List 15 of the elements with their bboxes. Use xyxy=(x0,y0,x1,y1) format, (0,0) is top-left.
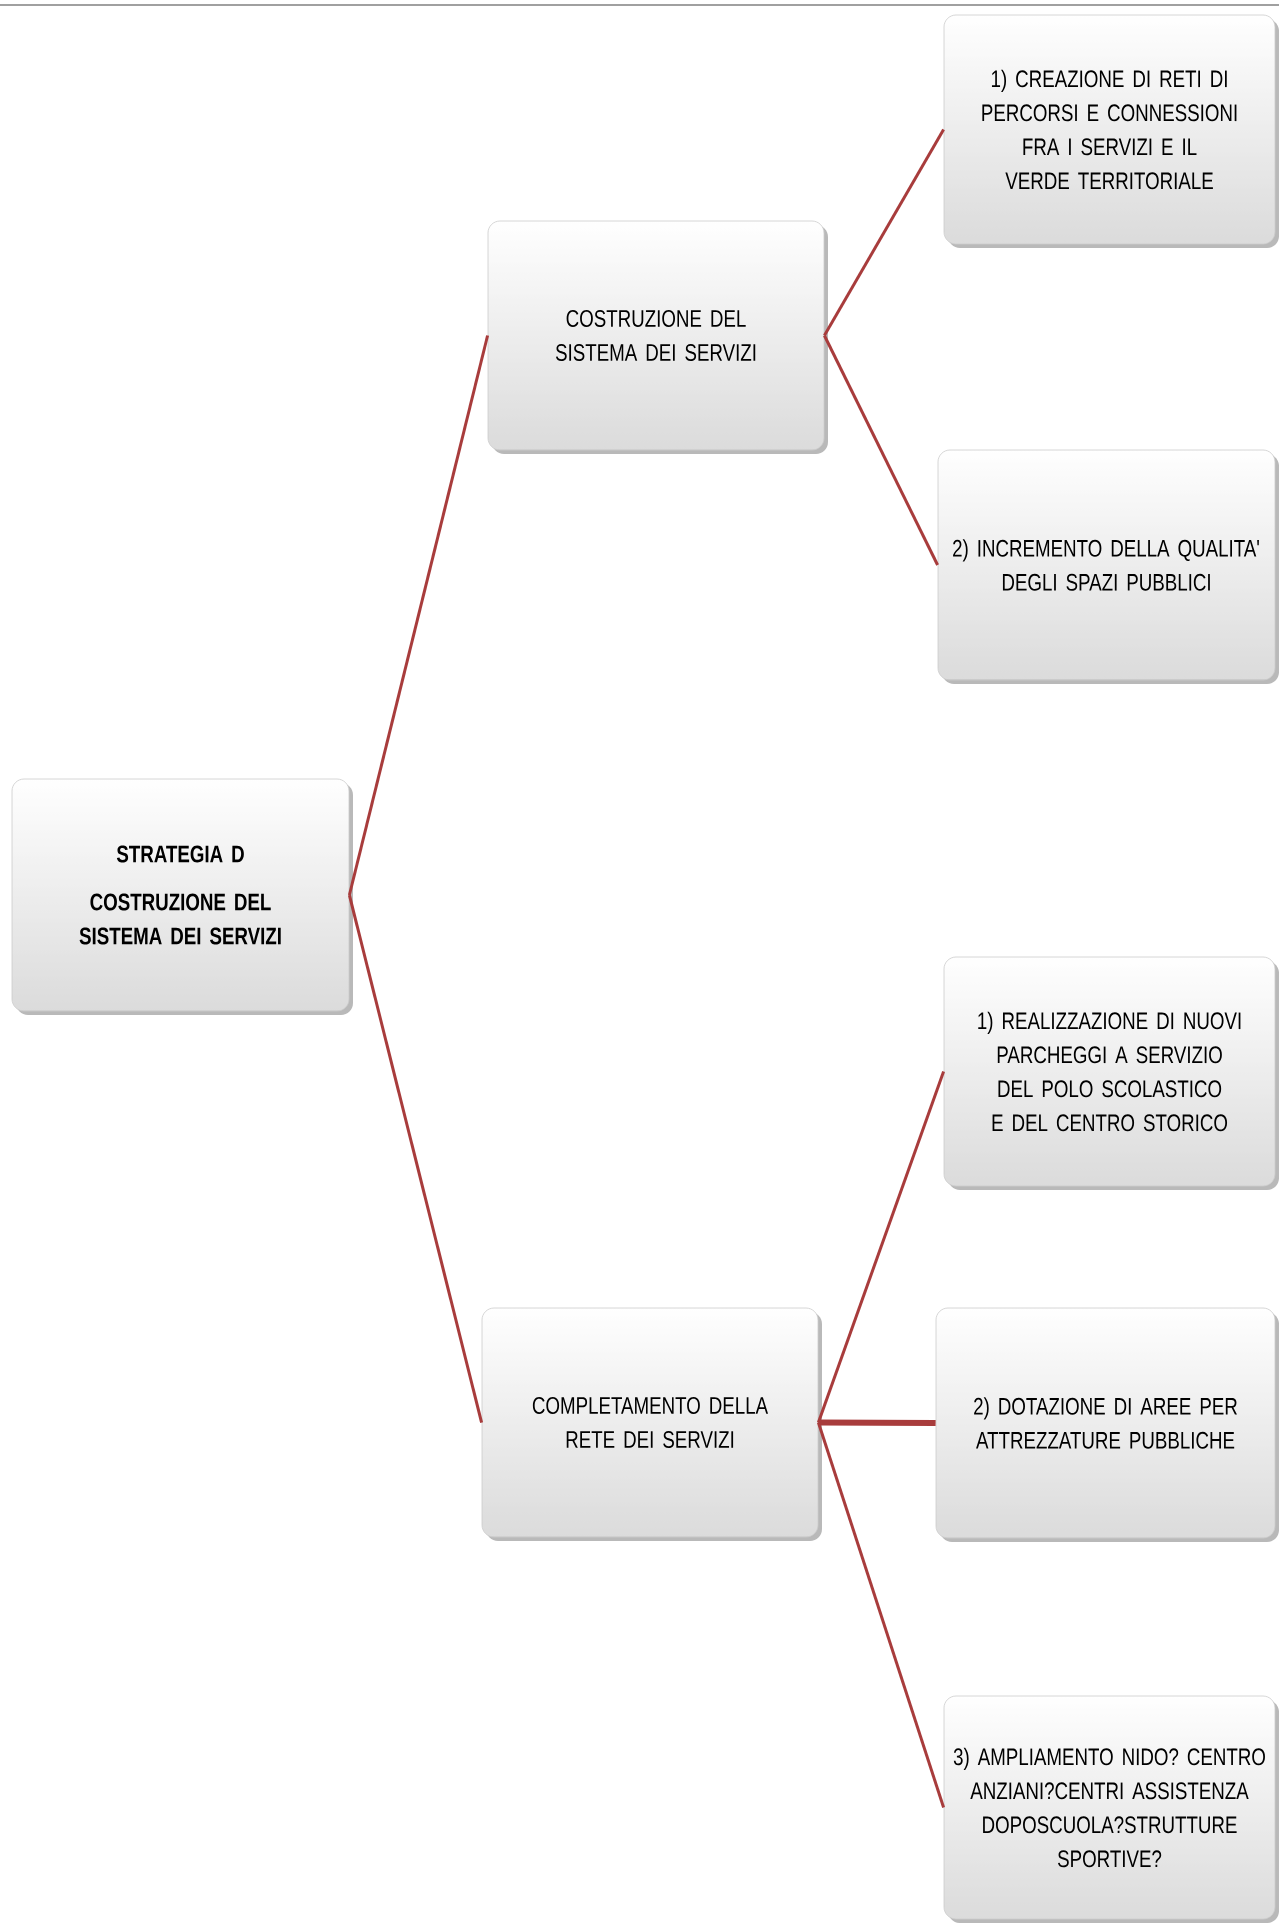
connector-line xyxy=(818,1419,936,1426)
connector-line xyxy=(816,1422,946,1808)
strategy-box: STRATEGIA D COSTRUZIONE DEL SISTEMA DEI SERVIZI xyxy=(11,778,353,1015)
connector-line xyxy=(817,1071,945,1423)
connector-line xyxy=(823,128,945,337)
process-box: 1) CREAZIONE DI RETI DI PERCORSI E CONNESSIONI FRA I SERVIZI E IL VERDE TERRITORIALE xyxy=(943,14,1279,248)
process-box: 1) REALIZZAZIONE DI NUOVI PARCHEGGI A SERVIZIO DEL POLO SCOLASTICO E DEL CENTRO STORICO xyxy=(943,956,1279,1190)
connector-line xyxy=(347,894,484,1423)
process-box: 2) DOTAZIONE DI AREE PER ATTREZZATURE PUBBLICHE xyxy=(935,1307,1279,1542)
process-box: 2) INCREMENTO DELLA QUALITA' DEGLI SPAZI PUBBLICI xyxy=(937,449,1279,684)
process-box: 3) AMPLIAMENTO NIDO? CENTRO ANZIANI?CENTRI ASSISTENZA DOPOSCUOLA?STRUTTURE SPORTIVE? xyxy=(943,1695,1279,1923)
connector-line xyxy=(823,334,939,566)
process-box: COSTRUZIONE DEL SISTEMA DEI SERVIZI xyxy=(487,220,828,454)
connector-line xyxy=(347,335,490,896)
process-box: COMPLETAMENTO DELLA RETE DEI SERVIZI xyxy=(481,1307,822,1541)
